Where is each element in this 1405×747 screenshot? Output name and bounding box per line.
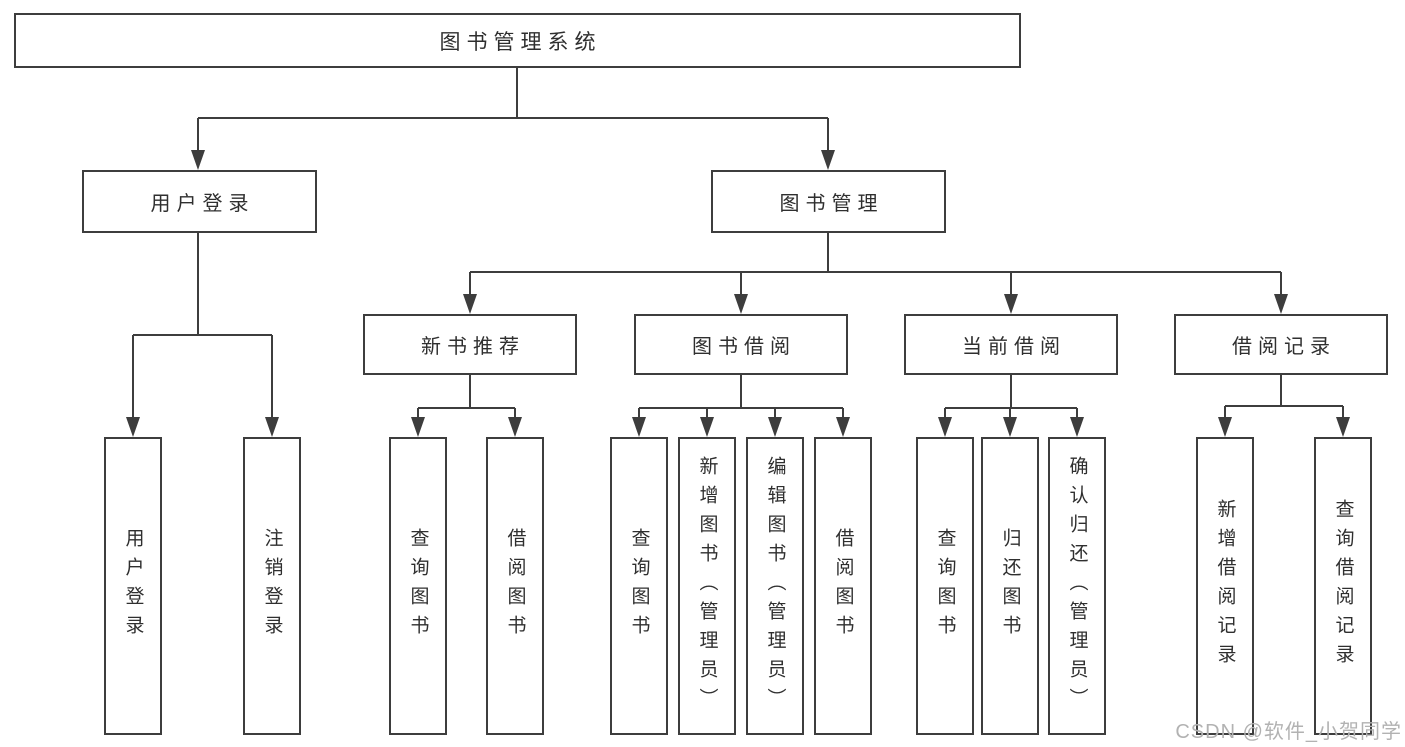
leaf-label: 新增图书（管理员） — [696, 455, 718, 717]
leaf-borrowing-borrow-book: 借阅图书 — [814, 437, 872, 735]
leaf-borrowing-search-book: 查询图书 — [610, 437, 668, 735]
node-current-borrowing: 当前借阅 — [904, 314, 1118, 375]
leaf-label: 借阅图书 — [832, 528, 854, 644]
leaf-label: 确认归还（管理员） — [1066, 455, 1088, 717]
node-label: 用户登录 — [150, 193, 255, 215]
leaf-borrowing-edit-book-admin: 编辑图书（管理员） — [746, 437, 804, 735]
leaf-user-login: 用户登录 — [104, 437, 162, 735]
leaf-recommend-borrow-book: 借阅图书 — [486, 437, 544, 735]
leaf-label: 借阅图书 — [504, 528, 526, 644]
leaf-label: 注销登录 — [261, 528, 283, 644]
connector-lines — [132, 68, 1344, 419]
node-label: 图书管理 — [779, 193, 884, 215]
leaf-label: 查询借阅记录 — [1332, 499, 1354, 673]
leaf-logout: 注销登录 — [243, 437, 301, 735]
leaf-label: 归还图书 — [999, 528, 1021, 644]
leaf-current-confirm-return-admin: 确认归还（管理员） — [1048, 437, 1106, 735]
node-book-management-module: 图书管理 — [711, 170, 946, 233]
leaf-recommend-search-book: 查询图书 — [389, 437, 447, 735]
leaf-record-add: 新增借阅记录 — [1196, 437, 1254, 735]
leaf-label: 查询图书 — [628, 528, 650, 644]
leaf-label: 查询图书 — [934, 528, 956, 644]
node-user-login-module: 用户登录 — [82, 170, 317, 233]
node-label: 当前借阅 — [962, 336, 1066, 358]
node-new-book-recommend: 新书推荐 — [363, 314, 577, 375]
node-borrowing-records: 借阅记录 — [1174, 314, 1388, 375]
leaf-label: 用户登录 — [122, 528, 144, 644]
leaf-label: 编辑图书（管理员） — [764, 455, 786, 717]
node-root-label: 图书管理系统 — [439, 30, 602, 54]
csdn-watermark: CSDN @软件_小贺同学 — [1175, 721, 1402, 743]
node-label: 图书借阅 — [692, 336, 796, 358]
leaf-record-search: 查询借阅记录 — [1314, 437, 1372, 735]
node-book-borrowing: 图书借阅 — [634, 314, 848, 375]
leaf-label: 新增借阅记录 — [1214, 499, 1236, 673]
leaf-current-return-book: 归还图书 — [981, 437, 1039, 735]
node-label: 新书推荐 — [421, 336, 525, 358]
node-label: 借阅记录 — [1232, 336, 1336, 358]
leaf-current-search-book: 查询图书 — [916, 437, 974, 735]
leaf-borrowing-add-book-admin: 新增图书（管理员） — [678, 437, 736, 735]
leaf-label: 查询图书 — [407, 528, 429, 644]
node-root-system: 图书管理系统 — [14, 13, 1021, 68]
